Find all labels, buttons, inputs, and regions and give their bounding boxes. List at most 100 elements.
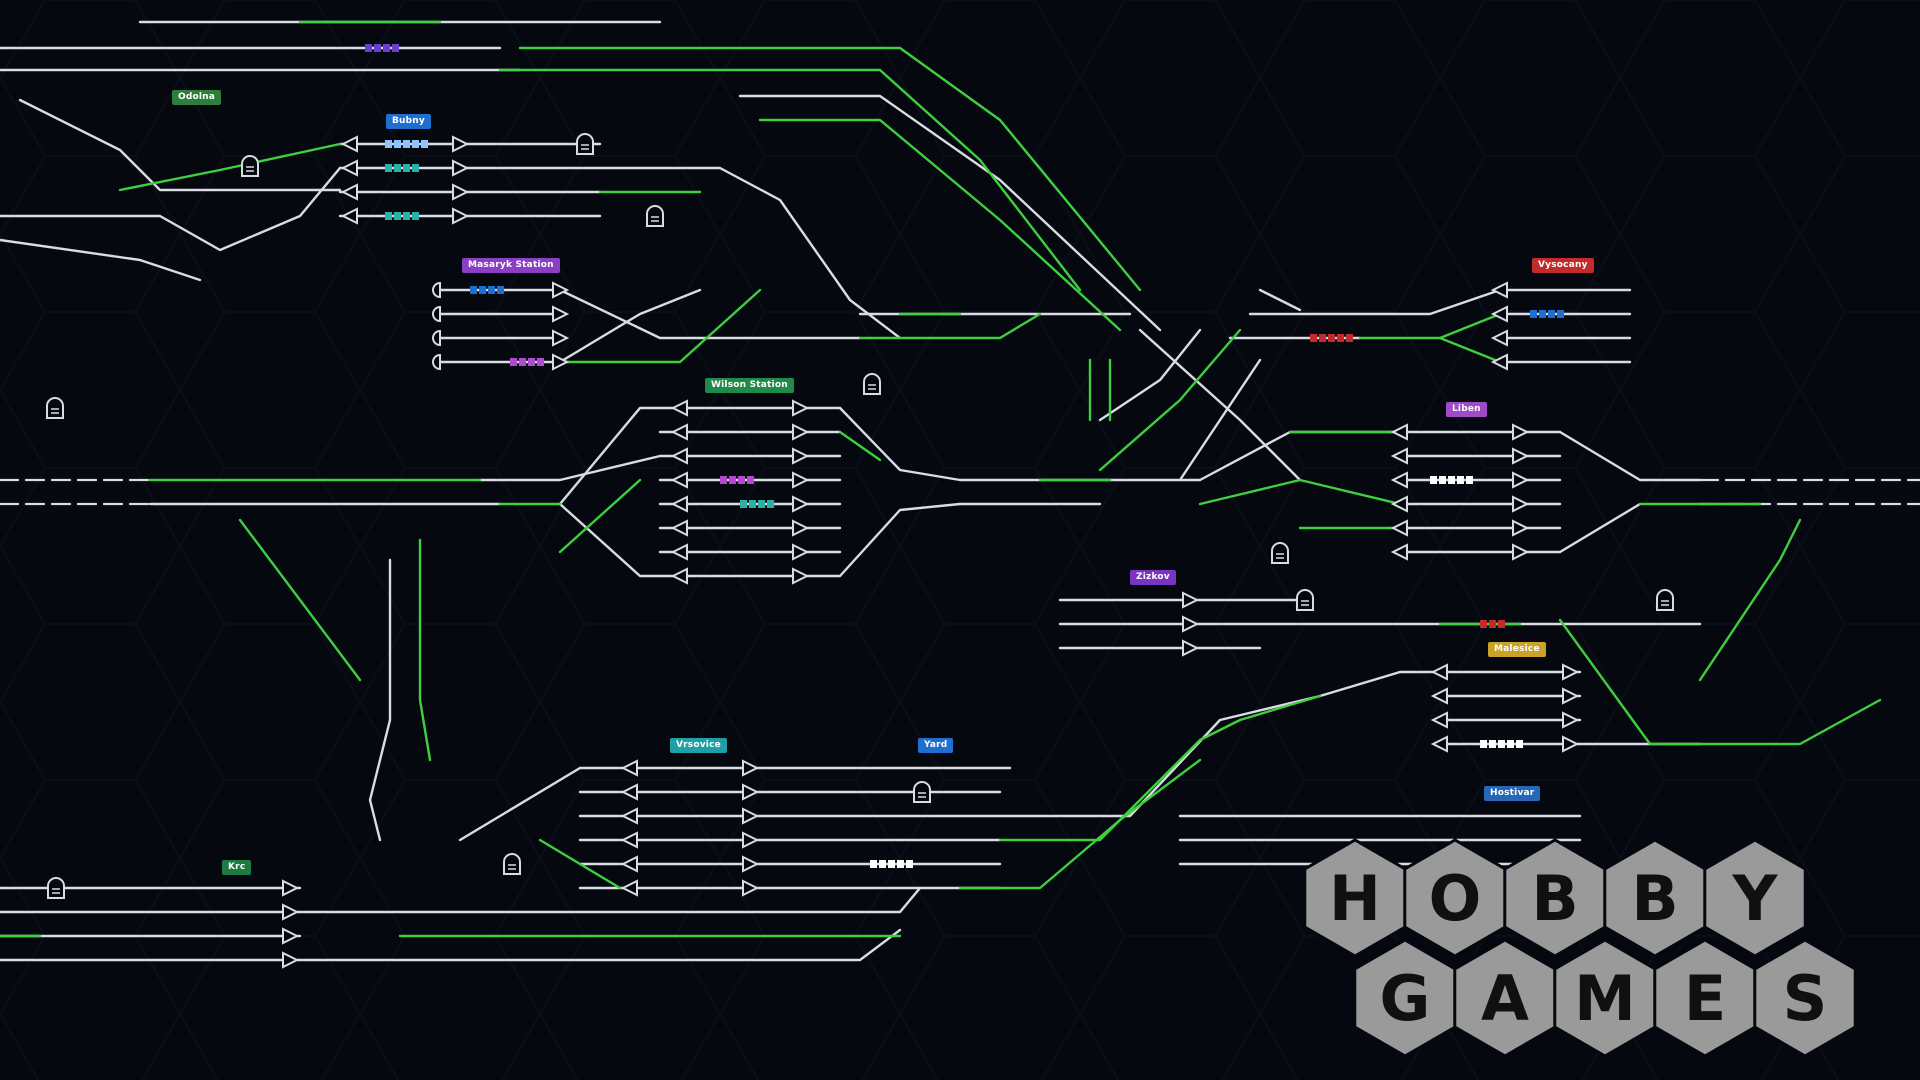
station-label-hostivar[interactable]: Hostivar <box>1484 786 1541 801</box>
train-icon[interactable] <box>906 860 913 868</box>
train-icon[interactable] <box>1430 476 1437 484</box>
train-icon[interactable] <box>510 358 517 366</box>
signal-icon[interactable] <box>1430 687 1448 705</box>
signal-icon[interactable] <box>282 951 300 969</box>
signal-icon[interactable] <box>340 183 358 201</box>
train-icon[interactable] <box>394 212 401 220</box>
station-label-wilson-station[interactable]: Wilson Station <box>705 378 794 393</box>
station-label-bubny[interactable]: Bubny <box>386 114 431 129</box>
train-icon[interactable] <box>749 500 756 508</box>
station-label-vrsovice[interactable]: Vrsovice <box>670 738 727 753</box>
station-label-malesice[interactable]: Malesice <box>1488 642 1546 657</box>
train-icon[interactable] <box>1489 620 1496 628</box>
platform-buffer-icon[interactable] <box>432 353 441 371</box>
signal-icon[interactable] <box>1182 639 1200 657</box>
signal-icon[interactable] <box>1390 423 1408 441</box>
signal-icon[interactable] <box>452 207 470 225</box>
depot-icon[interactable] <box>47 877 65 899</box>
train-icon[interactable] <box>412 164 419 172</box>
signal-icon[interactable] <box>552 281 570 299</box>
train-icon[interactable] <box>740 500 747 508</box>
signal-icon[interactable] <box>742 807 760 825</box>
train-icon[interactable] <box>1328 334 1335 342</box>
train-icon[interactable] <box>729 476 736 484</box>
signal-icon[interactable] <box>1430 735 1448 753</box>
signal-icon[interactable] <box>1562 711 1580 729</box>
signal-icon[interactable] <box>620 855 638 873</box>
signal-icon[interactable] <box>1430 663 1448 681</box>
train-icon[interactable] <box>1346 334 1353 342</box>
depot-icon[interactable] <box>1296 589 1314 611</box>
train-icon[interactable] <box>1498 620 1505 628</box>
signal-icon[interactable] <box>1182 591 1200 609</box>
train-icon[interactable] <box>1498 740 1505 748</box>
train-icon[interactable] <box>1319 334 1326 342</box>
signal-icon[interactable] <box>1490 353 1508 371</box>
train-icon[interactable] <box>412 140 419 148</box>
signal-icon[interactable] <box>1512 423 1530 441</box>
train-icon[interactable] <box>1516 740 1523 748</box>
station-label-zizkov[interactable]: Zizkov <box>1130 570 1176 585</box>
depot-icon[interactable] <box>646 205 664 227</box>
signal-icon[interactable] <box>452 159 470 177</box>
train-icon[interactable] <box>528 358 535 366</box>
signal-icon[interactable] <box>670 471 688 489</box>
signal-icon[interactable] <box>620 879 638 897</box>
depot-icon[interactable] <box>1271 542 1289 564</box>
train-icon[interactable] <box>720 476 727 484</box>
station-label-yard[interactable]: Yard <box>918 738 954 753</box>
signal-icon[interactable] <box>742 879 760 897</box>
train-icon[interactable] <box>1439 476 1446 484</box>
signal-icon[interactable] <box>792 399 810 417</box>
train-icon[interactable] <box>385 140 392 148</box>
station-label-masaryk-station[interactable]: Masaryk Station <box>462 258 560 273</box>
signal-icon[interactable] <box>282 879 300 897</box>
signal-icon[interactable] <box>340 159 358 177</box>
signal-icon[interactable] <box>552 305 570 323</box>
train-icon[interactable] <box>1489 740 1496 748</box>
signal-icon[interactable] <box>670 519 688 537</box>
signal-icon[interactable] <box>742 831 760 849</box>
train-icon[interactable] <box>870 860 877 868</box>
train-icon[interactable] <box>1480 620 1487 628</box>
signal-icon[interactable] <box>452 183 470 201</box>
train-icon[interactable] <box>897 860 904 868</box>
signal-icon[interactable] <box>792 519 810 537</box>
station-label-krc[interactable]: Krc <box>222 860 252 875</box>
signal-icon[interactable] <box>1390 495 1408 513</box>
train-icon[interactable] <box>374 44 381 52</box>
train-icon[interactable] <box>394 140 401 148</box>
train-icon[interactable] <box>392 44 399 52</box>
train-icon[interactable] <box>758 500 765 508</box>
train-icon[interactable] <box>421 140 428 148</box>
train-icon[interactable] <box>1539 310 1546 318</box>
signal-icon[interactable] <box>340 207 358 225</box>
signal-icon[interactable] <box>1390 447 1408 465</box>
train-icon[interactable] <box>385 212 392 220</box>
signal-icon[interactable] <box>1182 615 1200 633</box>
signal-icon[interactable] <box>620 783 638 801</box>
station-label-liben[interactable]: Liben <box>1446 402 1487 417</box>
train-icon[interactable] <box>383 44 390 52</box>
signal-icon[interactable] <box>1512 543 1530 561</box>
signal-icon[interactable] <box>792 423 810 441</box>
signal-icon[interactable] <box>792 471 810 489</box>
platform-buffer-icon[interactable] <box>432 281 441 299</box>
signal-icon[interactable] <box>1512 471 1530 489</box>
train-icon[interactable] <box>470 286 477 294</box>
signal-icon[interactable] <box>1490 281 1508 299</box>
depot-icon[interactable] <box>576 133 594 155</box>
depot-icon[interactable] <box>46 397 64 419</box>
signal-icon[interactable] <box>1512 519 1530 537</box>
signal-icon[interactable] <box>742 759 760 777</box>
signal-icon[interactable] <box>1390 519 1408 537</box>
train-icon[interactable] <box>738 476 745 484</box>
signal-icon[interactable] <box>792 567 810 585</box>
signal-icon[interactable] <box>670 447 688 465</box>
signal-icon[interactable] <box>1390 543 1408 561</box>
signal-icon[interactable] <box>1430 711 1448 729</box>
signal-icon[interactable] <box>620 759 638 777</box>
signal-icon[interactable] <box>1490 329 1508 347</box>
train-icon[interactable] <box>385 164 392 172</box>
